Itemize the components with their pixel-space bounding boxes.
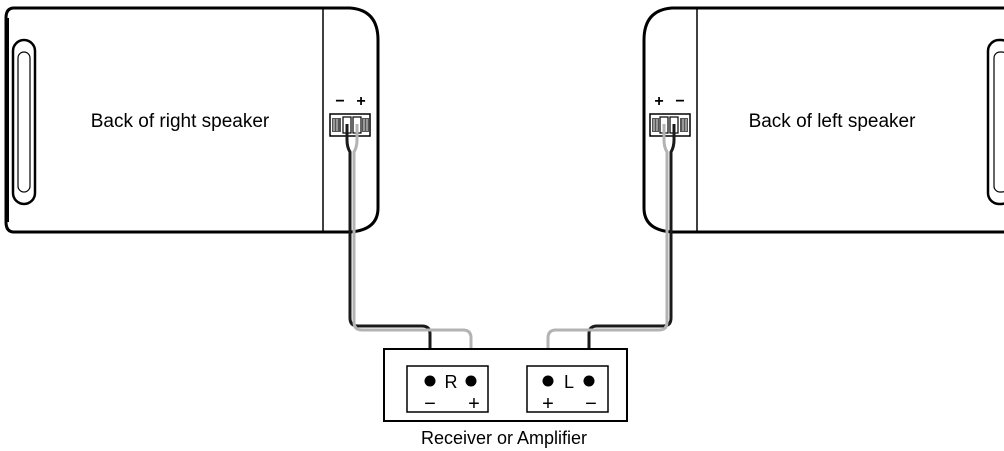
right-speaker-negative-wire <box>345 124 432 380</box>
right-speaker-positive-wire <box>352 124 473 380</box>
receiver-r-minus-sign: − <box>424 393 436 415</box>
right-speaker-minus-sign: − <box>335 93 344 110</box>
left-speaker-negative-wire <box>587 124 676 380</box>
receiver-l-minus-sign: − <box>585 393 597 415</box>
right-speaker-terminal-block <box>329 113 371 137</box>
left-speaker-positive-wire <box>546 124 669 380</box>
right-speaker: − + Back of right speaker <box>4 6 380 234</box>
receiver-label: Receiver or Amplifier <box>421 428 587 448</box>
receiver-l-minus-terminal <box>583 375 595 387</box>
left-speaker-cabinet <box>642 6 1004 234</box>
left-speaker-minus-sign: − <box>675 93 684 110</box>
receiver-channel-r-letter: R <box>445 372 458 392</box>
receiver-channel-l <box>526 365 609 413</box>
receiver-r-plus-terminal <box>465 375 477 387</box>
left-speaker-label: Back of left speaker <box>749 111 917 132</box>
receiver-l-plus-sign: + <box>542 393 554 415</box>
right-speaker-label: Back of right speaker <box>91 111 270 132</box>
left-speaker-terminal-block <box>649 113 691 137</box>
left-speaker-handle-slot <box>986 38 1004 206</box>
receiver: R − + L + − Receiver or Amplifier <box>383 348 628 448</box>
receiver-r-plus-sign: + <box>468 393 480 415</box>
receiver-r-minus-terminal <box>424 375 436 387</box>
receiver-channel-r <box>406 365 489 413</box>
left-speaker-plus-sign: + <box>654 93 663 110</box>
right-speaker-plus-sign: + <box>356 93 365 110</box>
receiver-l-plus-terminal <box>542 375 554 387</box>
left-speaker: + − Back of left speaker <box>642 6 1004 234</box>
right-speaker-handle-slot <box>11 38 37 206</box>
receiver-channel-l-letter: L <box>564 372 574 392</box>
